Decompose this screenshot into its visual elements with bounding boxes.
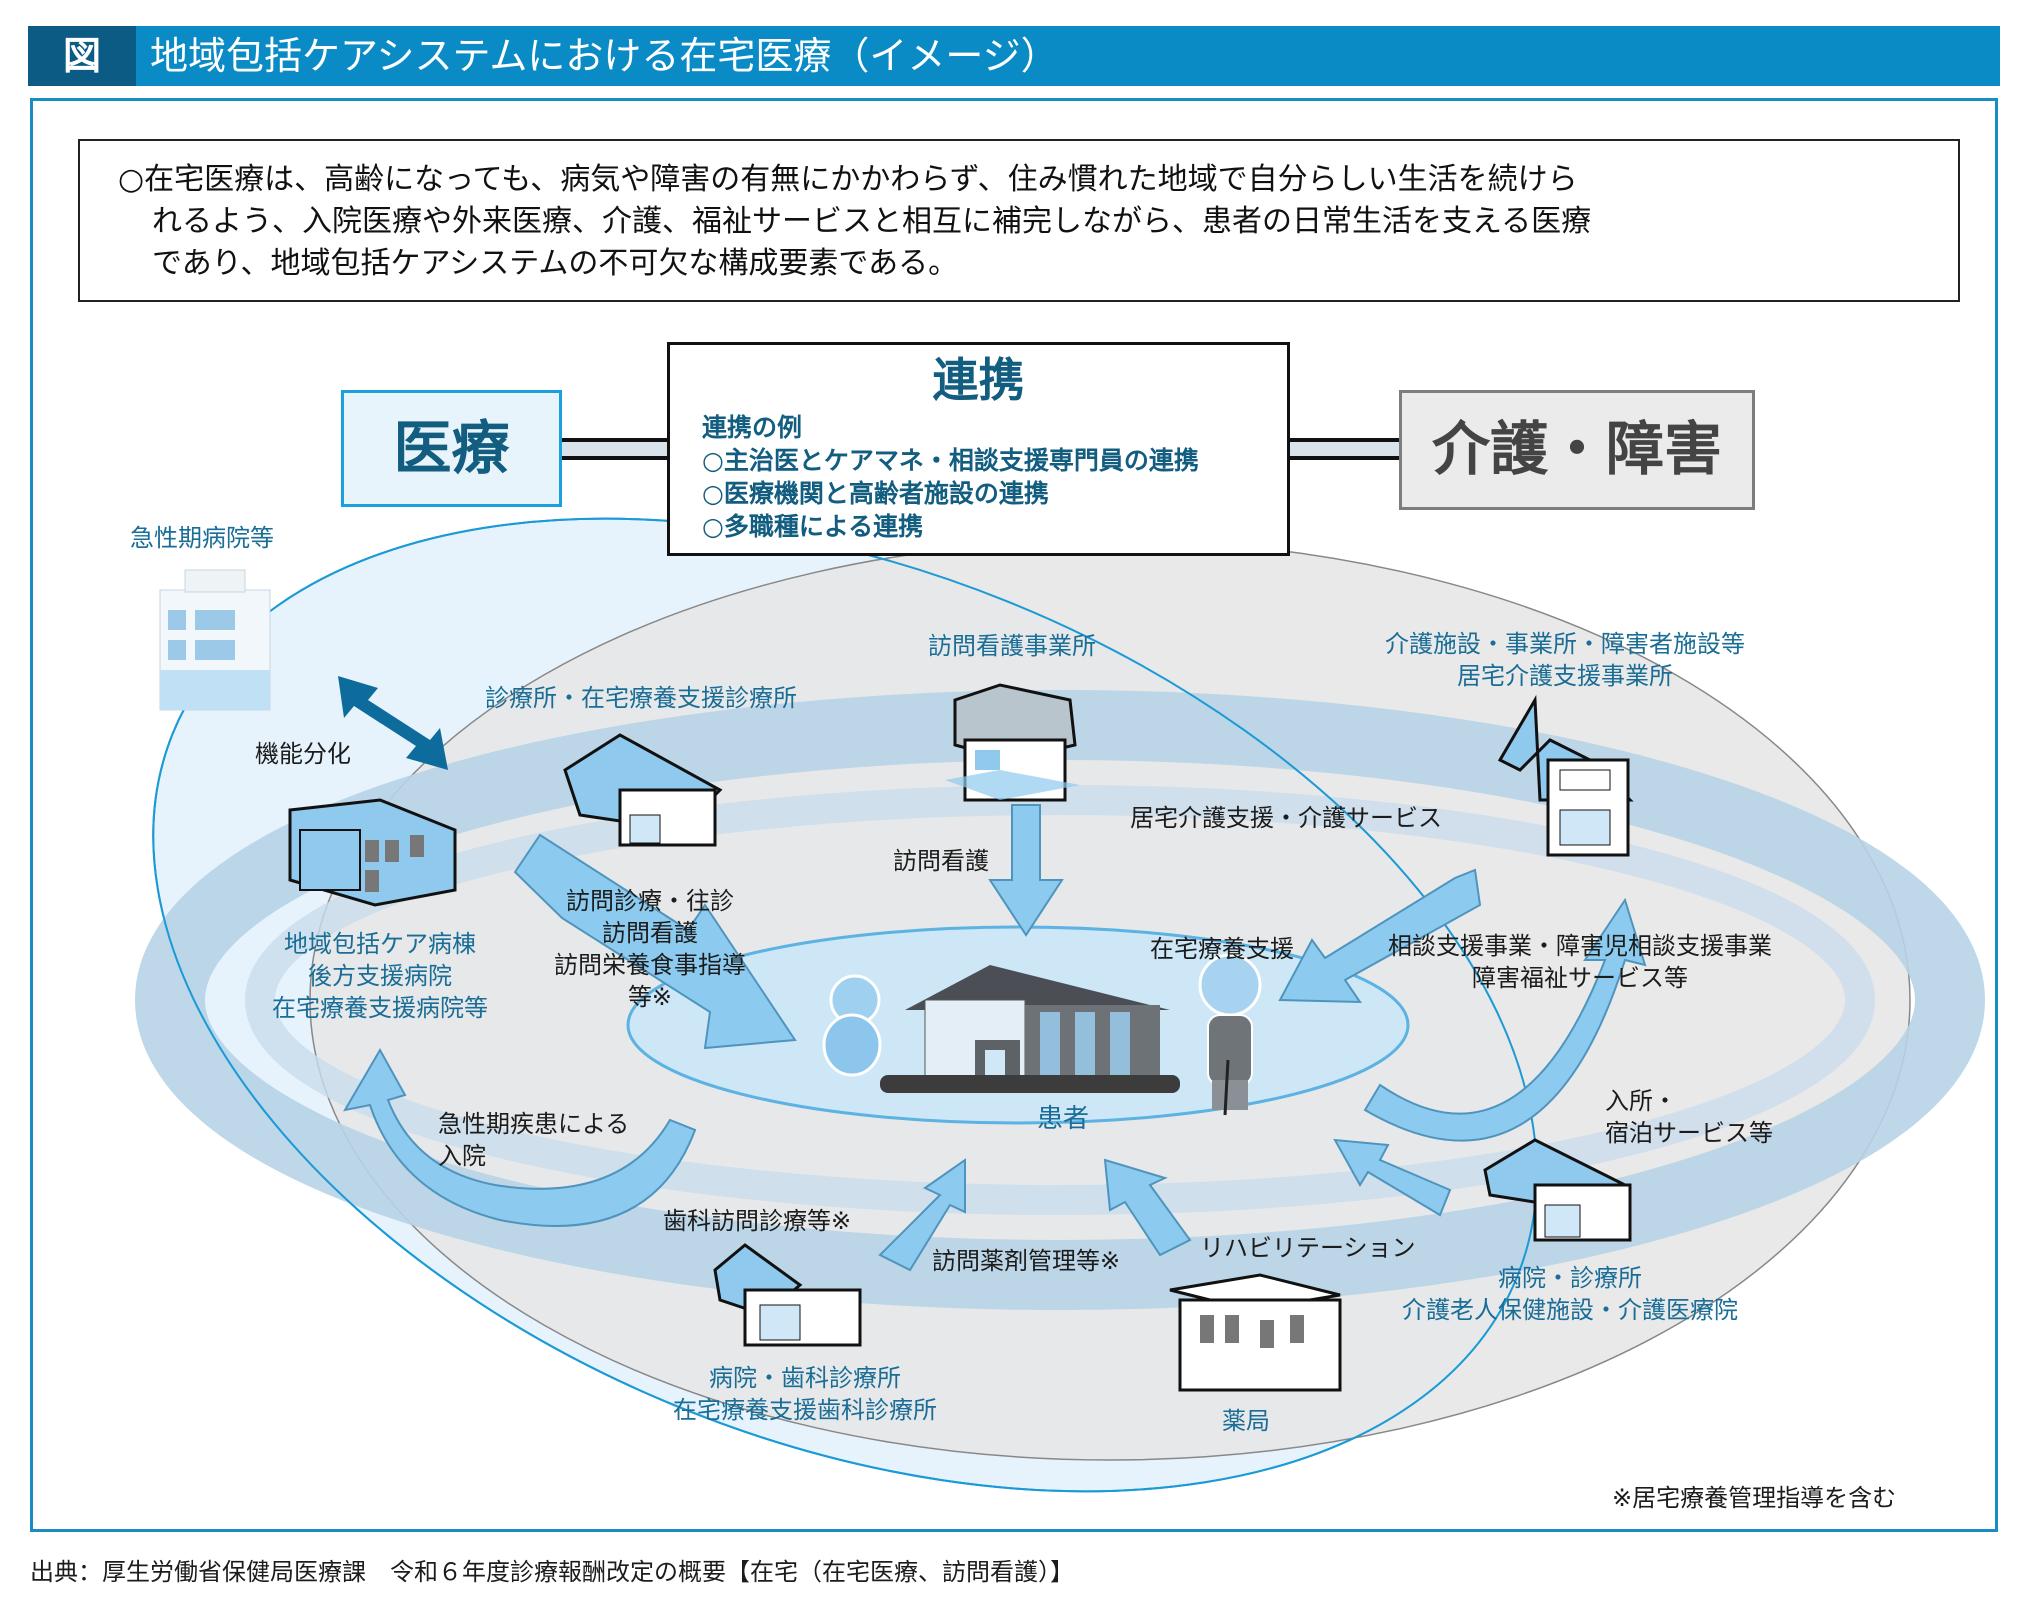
label-line: 急性期疾患による (438, 1110, 630, 1138)
footnote: ※居宅療養管理指導を含む (1612, 1484, 1897, 1512)
label-community-ward: 地域包括ケア病棟 後方支援病院 在宅療養支援病院等 (255, 928, 505, 1024)
label-admission-stay: 入所・ 宿泊サービス等 (1605, 1085, 1773, 1149)
community-hospital-icon (288, 798, 457, 907)
label-line: 等※ (627, 983, 673, 1011)
label-care-facilities: 介護施設・事業所・障害者施設等 居宅介護支援事業所 (1355, 628, 1775, 692)
source-citation: 出典：厚生労働省保健局医療課 令和６年度診療報酬改定の概要【在宅（在宅医療、訪問… (30, 1558, 1074, 1586)
label-dental: 病院・歯科診療所 在宅療養支援歯科診療所 (655, 1362, 955, 1426)
label-consultation-support: 相談支援事業・障害児相談支援事業 障害福祉サービス等 (1360, 930, 1800, 994)
label-dental-visit: 歯科訪問診療等※ (663, 1207, 852, 1235)
label-line: 入所・ (1605, 1087, 1677, 1115)
intro-line: れるよう、入院医療や外来医療、介護、福祉サービスと相互に補完しながら、患者の日常… (152, 204, 1592, 239)
label-line: 居宅介護支援事業所 (1457, 662, 1673, 690)
label-clinic: 診療所・在宅療養支援診療所 (485, 684, 797, 712)
arrow-acute-admission (343, 1047, 697, 1227)
label-line: 病院・診療所 (1498, 1264, 1642, 1292)
label-line: 入院 (438, 1142, 486, 1170)
acute-hospital-icon (159, 569, 271, 711)
arrow-dental (878, 1158, 966, 1272)
label-line: 訪問看護 (602, 919, 698, 947)
label-home-care-support: 居宅介護支援・介護サービス (1130, 804, 1442, 832)
hospital-clinic-icon (1483, 1138, 1632, 1242)
label-line: 相談支援事業・障害児相談支援事業 (1388, 932, 1772, 960)
label-line: 訪問診療・往診 (566, 887, 734, 915)
dental-clinic-icon (713, 1243, 862, 1347)
arrow-home-care (1278, 868, 1482, 1004)
label-function-split: 機能分化 (255, 740, 351, 768)
collaboration-examples: 連携の例 ○主治医とケアマネ・相談支援専門員の連携 ○医療機関と高齢者施設の連携… (702, 411, 1199, 543)
label-line: 病院・歯科診療所 (709, 1364, 901, 1392)
clinic-icon (563, 733, 723, 847)
figure-badge: 図 (28, 26, 136, 86)
label-hospital-clinic-care: 病院・診療所 介護老人保健施設・介護医療院 (1375, 1262, 1765, 1326)
collaboration-item: ○多職種による連携 (702, 512, 924, 541)
diagram-frame (30, 98, 1998, 1532)
intro-statement: ○在宅医療は、高齢になっても、病気や障害の有無にかかわらず、住み慣れた地域で自分… (78, 139, 1960, 302)
intro-line: ○在宅医療は、高齢になっても、病気や障害の有無にかかわらず、住み慣れた地域で自分… (118, 162, 1578, 197)
arrow-home-visit-medical (513, 833, 797, 1050)
label-line: 後方支援病院 (308, 962, 452, 990)
collaboration-item: ○医療機関と高齢者施設の連携 (702, 479, 1049, 508)
connector-right (1290, 438, 1399, 460)
pharmacy-icon (1169, 1273, 1342, 1392)
title-bar: 図 地域包括ケアシステムにおける在宅医療（イメージ） (28, 26, 2000, 86)
arrow-pharmacy (1103, 1158, 1192, 1257)
collaboration-item: ○主治医とケアマネ・相談支援専門員の連携 (702, 446, 1199, 475)
collaboration-box: 連携 連携の例 ○主治医とケアマネ・相談支援専門員の連携 ○医療機関と高齢者施設… (667, 342, 1290, 556)
collaboration-subtitle: 連携の例 (702, 413, 803, 442)
label-rehabilitation: リハビリテーション (1200, 1234, 1416, 1262)
label-patient: 患者 (1037, 1104, 1090, 1134)
elderly-patient-icon (1198, 953, 1262, 1116)
visiting-nurse-station-icon (945, 683, 1080, 802)
label-home-visit-medical: 訪問診療・往診 訪問看護 訪問栄養食事指導 等※ (540, 885, 760, 1013)
label-drug-management: 訪問薬剤管理等※ (932, 1247, 1121, 1275)
label-home-care-medical-support: 在宅療養支援 (1150, 935, 1294, 963)
label-pharmacy: 薬局 (1222, 1407, 1270, 1435)
arrow-rehabilitation (1333, 1138, 1452, 1217)
label-visiting-nurse-station: 訪問看護事業所 (928, 632, 1096, 660)
label-line: 介護老人保健施設・介護医療院 (1402, 1296, 1738, 1324)
connector-left (562, 438, 667, 460)
label-line: 在宅療養支援病院等 (272, 994, 488, 1022)
care-disability-box: 介護・障害 (1399, 390, 1755, 510)
label-acute-admission: 急性期疾患による 入院 (438, 1108, 629, 1172)
infant-patient-icon (822, 974, 882, 1077)
label-line: 介護施設・事業所・障害者施設等 (1385, 630, 1745, 658)
function-split-arrow (338, 676, 448, 770)
intro-line: であり、地域包括ケアシステムの不可欠な構成要素である。 (152, 246, 959, 281)
patient-home-icon (880, 965, 1180, 1093)
label-line: 障害福祉サービス等 (1472, 964, 1688, 992)
collaboration-title: 連携 (932, 353, 1025, 407)
label-line: 宿泊サービス等 (1605, 1119, 1773, 1147)
label-line: 在宅療養支援歯科診療所 (673, 1396, 937, 1424)
label-line: 訪問栄養食事指導 (554, 951, 746, 979)
arrow-consultation (1363, 897, 1647, 1142)
label-home-nursing: 訪問看護 (893, 847, 989, 875)
arrow-home-nursing (988, 804, 1064, 937)
label-line: 地域包括ケア病棟 (284, 930, 476, 958)
medical-box: 医療 (341, 390, 562, 507)
page-title: 地域包括ケアシステムにおける在宅医療（イメージ） (150, 34, 1059, 78)
care-facility-icon (1497, 694, 1634, 857)
label-acute-hospital: 急性期病院等 (130, 524, 274, 552)
